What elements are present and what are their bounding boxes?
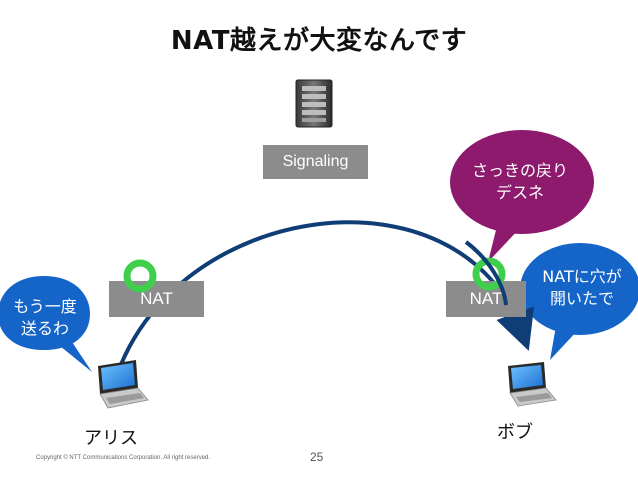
bubble-purple: [450, 130, 594, 262]
copyright-notice: Copyright © NTT Communications Corporati…: [36, 455, 211, 461]
bubble-bob-message: NATに穴が 開いたで: [542, 267, 622, 308]
bubble-alice-text: もう一度 送るわ: [2, 296, 88, 340]
alice-label: アリス: [84, 428, 138, 449]
page-number: 25: [310, 450, 324, 464]
nat-hole-icon: [123, 259, 157, 293]
nat-box-left: NAT: [109, 281, 204, 317]
bubble-bob-text: NATに穴が 開いたで: [526, 266, 638, 310]
laptop-icon: [508, 362, 557, 407]
bubble-alice: [0, 276, 92, 372]
laptop-icon: [98, 360, 149, 409]
bubble-purple-message: さっきの戻り デスネ: [471, 161, 568, 202]
nat-hole-icon: [472, 257, 506, 291]
slide-title: NAT越えが大変なんです: [170, 26, 468, 56]
nat-box-right: NAT: [446, 281, 526, 317]
server-icon: [295, 79, 333, 128]
bubble-bob: [520, 243, 638, 360]
bubble-purple-text: さっきの戻り デスネ: [447, 160, 593, 204]
signaling-server-label: Signaling: [263, 145, 368, 179]
bob-label: ボブ: [497, 422, 533, 443]
bubble-alice-message: もう一度 送るわ: [13, 297, 77, 338]
